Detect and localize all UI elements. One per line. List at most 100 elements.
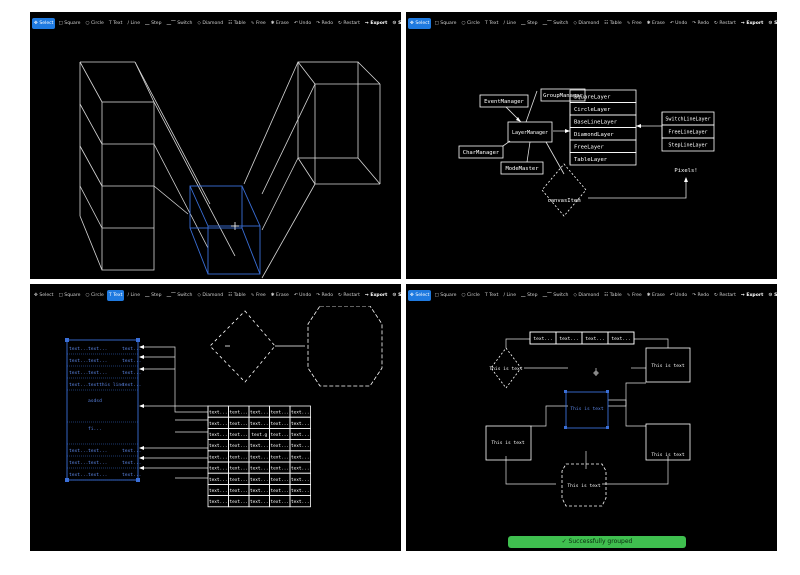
tool-restart-button[interactable]: ↻ Restart bbox=[336, 18, 362, 29]
tool-redo-button[interactable]: ↷ Redo bbox=[690, 290, 711, 301]
table-cell[interactable]: text... bbox=[122, 346, 141, 352]
node-layer-manager[interactable] bbox=[507, 121, 553, 143]
tool-restart-button[interactable]: ↻ Restart bbox=[712, 290, 738, 301]
tool-erase-button[interactable]: ✱ Erase bbox=[269, 290, 291, 301]
resize-handle[interactable] bbox=[136, 478, 140, 482]
tool-select-button[interactable]: ✥ Select bbox=[32, 290, 55, 301]
tool-switch-button[interactable]: ⎽⎺ Switch bbox=[165, 290, 195, 301]
table-cell[interactable]: fi... bbox=[88, 426, 102, 432]
tool-table-button[interactable]: ☷ Table bbox=[226, 18, 247, 29]
tool-diamond-button[interactable]: ◇ Diamond bbox=[571, 18, 601, 29]
tool-circle-button[interactable]: ○ Circle bbox=[83, 18, 105, 29]
tool-settings-button[interactable]: ⚙ Settings bbox=[390, 18, 401, 29]
tool-free-button[interactable]: ∿ Free bbox=[249, 18, 268, 29]
table-cell[interactable]: text... bbox=[122, 370, 141, 376]
tool-text-button[interactable]: T Text bbox=[483, 18, 501, 29]
tool-square-button[interactable]: □ Square bbox=[432, 18, 458, 29]
drawing-canvas[interactable]: text...text...text...text...text...text.… bbox=[30, 306, 401, 551]
tool-select-button[interactable]: ✥ Select bbox=[408, 17, 432, 29]
node-event-manager[interactable] bbox=[479, 94, 529, 108]
tool-square-button[interactable]: □ Square bbox=[56, 18, 82, 29]
tool-redo-button[interactable]: ↷ Redo bbox=[314, 18, 335, 29]
table-cell[interactable]: asdsd bbox=[88, 398, 102, 404]
tool-square-button[interactable]: □ Square bbox=[432, 290, 458, 301]
table-cell[interactable]: text... bbox=[122, 382, 141, 388]
tool-switch-button[interactable]: ⎽⎺ Switch bbox=[541, 18, 571, 29]
table-cell[interactable]: text... bbox=[69, 382, 88, 388]
tool-export-button[interactable]: → Export bbox=[739, 18, 765, 29]
tool-free-button[interactable]: ∿ Free bbox=[625, 290, 644, 301]
tool-undo-button[interactable]: ↶ Undo bbox=[292, 290, 313, 301]
tool-switch-button[interactable]: ⎽⎺ Switch bbox=[541, 290, 571, 301]
table-cell[interactable]: text... bbox=[69, 472, 88, 478]
tool-table-button[interactable]: ☷ Table bbox=[226, 290, 247, 301]
tool-line-button[interactable]: / Line bbox=[501, 290, 518, 301]
table-cell[interactable]: text... bbox=[69, 370, 88, 376]
table-cell[interactable]: text... bbox=[69, 358, 88, 364]
tool-step-button[interactable]: ⎽ Step bbox=[519, 18, 540, 29]
tool-erase-button[interactable]: ✱ Erase bbox=[645, 18, 667, 29]
table-cell[interactable] bbox=[289, 495, 311, 508]
tool-select-button[interactable]: ✥ Select bbox=[408, 289, 432, 301]
layer-item[interactable] bbox=[569, 152, 637, 166]
table-cell[interactable] bbox=[607, 331, 635, 345]
tool-circle-button[interactable]: ○ Circle bbox=[459, 18, 481, 29]
tool-undo-button[interactable]: ↶ Undo bbox=[292, 18, 313, 29]
tool-diamond-button[interactable]: ◇ Diamond bbox=[195, 290, 225, 301]
tool-line-button[interactable]: / Line bbox=[125, 290, 142, 301]
drawing-canvas[interactable]: text...text...text...text...This is text… bbox=[406, 306, 777, 551]
tool-table-button[interactable]: ☷ Table bbox=[602, 18, 623, 29]
table-cell[interactable]: text... bbox=[88, 358, 107, 364]
table-cell[interactable]: text... bbox=[69, 460, 88, 466]
tool-erase-button[interactable]: ✱ Erase bbox=[645, 290, 667, 301]
table-cell[interactable]: text... bbox=[69, 346, 88, 352]
tool-restart-button[interactable]: ↻ Restart bbox=[336, 290, 362, 301]
table-cell[interactable]: text... bbox=[122, 358, 141, 364]
selected-table-frame[interactable] bbox=[66, 339, 139, 481]
tool-step-button[interactable]: ⎽ Step bbox=[143, 18, 164, 29]
tool-diamond-button[interactable]: ◇ Diamond bbox=[571, 290, 601, 301]
tool-line-button[interactable]: / Line bbox=[501, 18, 518, 29]
tool-select-button[interactable]: ✥ Select bbox=[32, 17, 56, 29]
tool-export-button[interactable]: → Export bbox=[363, 290, 389, 301]
tool-free-button[interactable]: ∿ Free bbox=[625, 18, 644, 29]
tool-settings-button[interactable]: ⚙ Settings bbox=[766, 290, 777, 301]
table-cell[interactable]: text... bbox=[88, 448, 107, 454]
tool-export-button[interactable]: → Export bbox=[739, 290, 765, 301]
table-cell[interactable]: text... bbox=[88, 370, 107, 376]
tool-free-button[interactable]: ∿ Free bbox=[249, 290, 268, 301]
tool-diamond-button[interactable]: ◇ Diamond bbox=[195, 18, 225, 29]
line-layer-item[interactable] bbox=[661, 137, 715, 152]
table-cell[interactable]: text... bbox=[69, 448, 88, 454]
tool-settings-button[interactable]: ⚙ Settings bbox=[390, 290, 401, 301]
drawing-canvas[interactable] bbox=[30, 34, 401, 279]
tool-circle-button[interactable]: ○ Circle bbox=[459, 290, 481, 301]
tool-circle-button[interactable]: ○ Circle bbox=[83, 290, 105, 301]
drawing-canvas[interactable]: GroupManagerEventManagerLayerManagerChar… bbox=[406, 34, 777, 279]
tool-redo-button[interactable]: ↷ Redo bbox=[690, 18, 711, 29]
tool-switch-button[interactable]: ⎽⎺ Switch bbox=[165, 18, 195, 29]
tool-line-button[interactable]: / Line bbox=[125, 18, 142, 29]
table-cell[interactable]: textthis line bbox=[88, 382, 124, 388]
tool-undo-button[interactable]: ↶ Undo bbox=[668, 18, 689, 29]
tool-step-button[interactable]: ⎽ Step bbox=[519, 290, 540, 301]
table-cell[interactable]: text... bbox=[122, 448, 141, 454]
tool-text-button[interactable]: T Text bbox=[107, 18, 125, 29]
table-cell[interactable]: text... bbox=[88, 460, 107, 466]
node-char-manager[interactable] bbox=[458, 145, 504, 159]
tool-table-button[interactable]: ☷ Table bbox=[602, 290, 623, 301]
tool-export-button[interactable]: → Export bbox=[363, 18, 389, 29]
tool-square-button[interactable]: □ Square bbox=[56, 290, 82, 301]
tool-restart-button[interactable]: ↻ Restart bbox=[712, 18, 738, 29]
resize-handle[interactable] bbox=[65, 478, 69, 482]
table-cell[interactable]: text... bbox=[122, 460, 141, 466]
resize-handle[interactable] bbox=[65, 338, 69, 342]
tool-erase-button[interactable]: ✱ Erase bbox=[269, 18, 291, 29]
tool-text-button[interactable]: T Text bbox=[483, 290, 501, 301]
table-cell[interactable]: text... bbox=[88, 472, 107, 478]
resize-handle[interactable] bbox=[136, 338, 140, 342]
node-mode-master[interactable] bbox=[500, 161, 544, 175]
tool-undo-button[interactable]: ↶ Undo bbox=[668, 290, 689, 301]
tool-settings-button[interactable]: ⚙ Settings bbox=[766, 18, 777, 29]
tool-step-button[interactable]: ⎽ Step bbox=[143, 290, 164, 301]
